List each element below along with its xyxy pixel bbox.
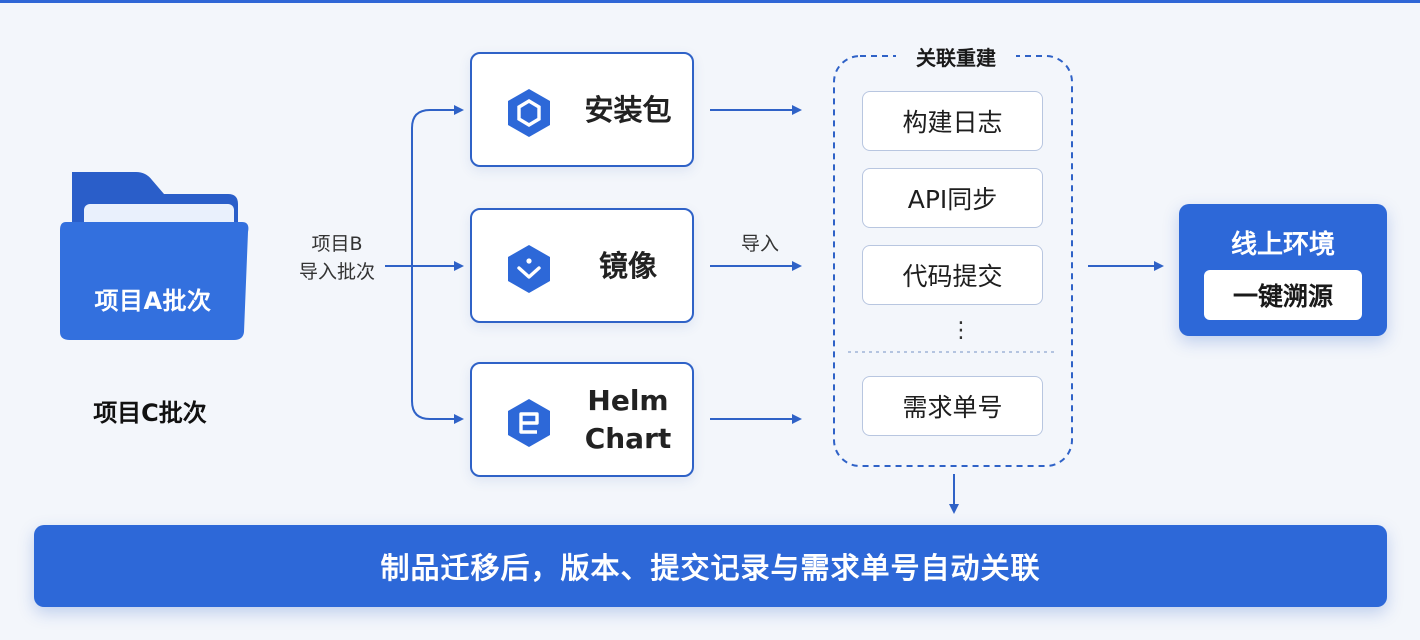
online-environment-title: 线上环境 xyxy=(1230,230,1335,260)
summary-banner: 制品迁移后，版本、提交记录与需求单号自动关联 xyxy=(34,525,1387,607)
artifact-card-helm[interactable]: Helm Chart xyxy=(470,362,694,477)
rebuild-item-build-log: 构建日志 xyxy=(862,91,1043,151)
helm-hexagon-icon xyxy=(508,399,550,447)
branch-vertical-line xyxy=(411,105,464,266)
import-batch-label-line2: 导入批次 xyxy=(298,261,375,283)
artifact-card-image[interactable]: 镜像 xyxy=(470,208,694,323)
one-click-trace-button[interactable]: 一键溯源 xyxy=(1204,270,1362,320)
rebuild-item-requirement-id: 需求单号 xyxy=(862,376,1043,436)
rebuild-item-code-commit: 代码提交 xyxy=(862,245,1043,305)
artifact-title-package: 安装包 xyxy=(584,92,672,127)
artifact-card-package[interactable]: 安装包 xyxy=(470,52,694,167)
artifact-title-helm-line2: Chart xyxy=(584,421,672,455)
artifact-title-image: 镜像 xyxy=(598,248,657,283)
package-hexagon-icon xyxy=(508,89,550,137)
folder-label: 项目A批次 xyxy=(94,287,212,315)
image-hexagon-icon xyxy=(508,245,550,293)
folder-icon xyxy=(60,172,249,340)
artifact-title-helm: Helm Chart xyxy=(566,364,690,475)
rebuild-item-api-sync: API同步 xyxy=(862,168,1043,228)
import-batch-label-line1: 项目B xyxy=(311,233,363,255)
top-accent-line xyxy=(0,0,1420,3)
rebuild-ellipsis: ⋮ xyxy=(950,318,972,343)
rebuild-title: 关联重建 xyxy=(896,42,1016,71)
other-batch-label: 项目C批次 xyxy=(93,399,207,427)
import-label: 导入 xyxy=(740,233,779,255)
artifact-title-helm-line1: Helm xyxy=(587,383,669,417)
online-environment-box: 线上环境 一键溯源 xyxy=(1179,204,1387,336)
import-batch-label: 项目B 导入批次 xyxy=(282,230,392,286)
branch-vertical-line-lower xyxy=(411,266,464,424)
